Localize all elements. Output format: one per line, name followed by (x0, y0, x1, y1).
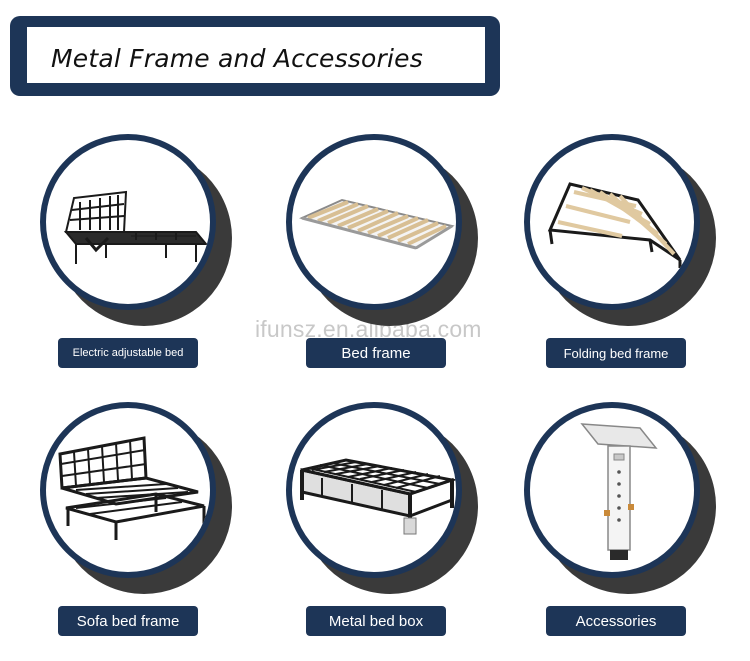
electric-adjustable-bed-icon (63, 190, 209, 264)
product-image-circle (524, 134, 700, 310)
page-title: Metal Frame and Accessories (51, 44, 423, 73)
product-card-accessories[interactable]: Accessories (514, 400, 750, 660)
product-label-text: Metal bed box (328, 612, 424, 630)
product-label-text: Sofa bed frame (76, 612, 180, 630)
product-image-circle (286, 134, 462, 310)
bed-leg-accessory-icon (580, 423, 658, 560)
product-image-circle (286, 402, 462, 578)
product-label[interactable]: Bed frame (306, 338, 446, 368)
product-card-bed-frame[interactable]: Bed frame (276, 132, 516, 392)
sofa-bed-frame-icon (58, 436, 206, 540)
product-card-electric-adjustable-bed[interactable]: Electric adjustable bed (30, 132, 270, 392)
slatted-bed-frame-icon (299, 198, 455, 250)
product-label[interactable]: Accessories (546, 606, 686, 636)
product-label[interactable]: Sofa bed frame (58, 606, 198, 636)
product-card-folding-bed-frame[interactable]: Folding bed frame (514, 132, 750, 392)
metal-bed-box-icon (300, 458, 456, 535)
product-image-circle (40, 402, 216, 578)
product-label-text: Accessories (575, 612, 657, 630)
folding-bed-frame-icon (547, 182, 682, 268)
product-image-circle (40, 134, 216, 310)
product-label[interactable]: Folding bed frame (546, 338, 686, 368)
header-banner: Metal Frame and Accessories (10, 16, 500, 96)
header-banner-frame: Metal Frame and Accessories (24, 24, 488, 86)
product-label-text: Bed frame (341, 344, 411, 362)
product-label-text: Folding bed frame (563, 345, 669, 361)
product-card-sofa-bed-frame[interactable]: Sofa bed frame (30, 400, 270, 660)
product-label[interactable]: Metal bed box (306, 606, 446, 636)
product-image-circle (524, 402, 700, 578)
product-label[interactable]: Electric adjustable bed (58, 338, 198, 368)
product-label-text: Electric adjustable bed (72, 347, 184, 359)
product-card-metal-bed-box[interactable]: Metal bed box (276, 400, 516, 660)
